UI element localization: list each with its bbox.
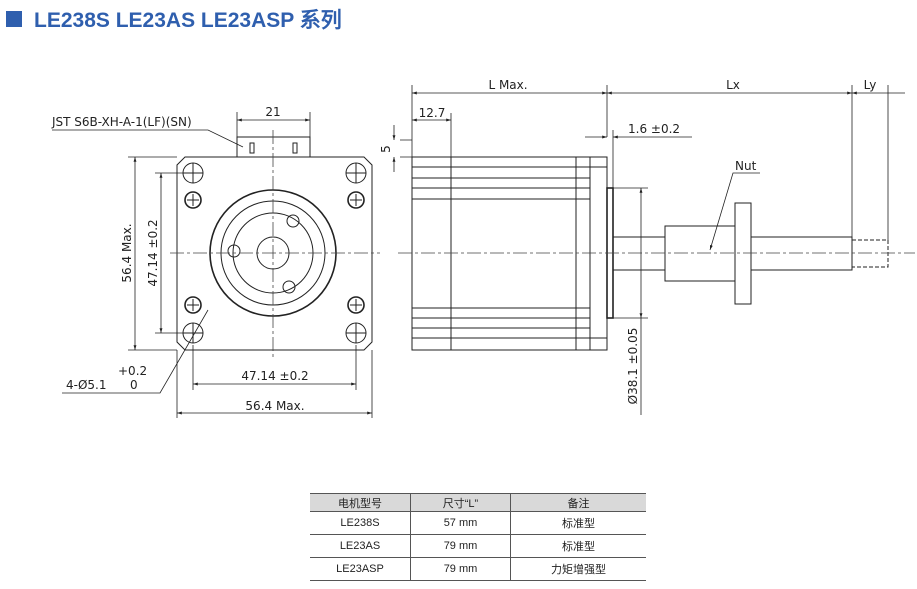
- screw-heads: [184, 191, 365, 314]
- connector-height-label: 5: [379, 145, 393, 153]
- hole-tol-lower: 0: [130, 378, 138, 392]
- nut-label: Nut: [735, 159, 757, 173]
- rear-length-label: 12.7: [419, 106, 446, 120]
- hole-pitch-vertical-label: 47.14 ±0.2: [146, 219, 160, 286]
- table-row: LE23ASP 79 mm 力矩增强型: [310, 557, 646, 581]
- page-title: LE238S LE23AS LE23ASP 系列: [6, 4, 342, 34]
- width-max-label: 56.4 Max.: [245, 399, 304, 413]
- hole-pitch-horizontal-label: 47.14 ±0.2: [241, 369, 308, 383]
- cell-model: LE238S: [310, 511, 411, 535]
- table-row: LE23AS 79 mm 标准型: [310, 534, 646, 558]
- header-note: 备注: [510, 493, 646, 512]
- header-model: 电机型号: [310, 493, 411, 512]
- nut-flange: [734, 202, 752, 305]
- connector-width-label: 21: [265, 105, 280, 119]
- lead-screw: [750, 236, 853, 271]
- hole-tol-upper: +0.2: [118, 364, 147, 378]
- screw-end: [851, 239, 889, 268]
- motor-body: [411, 156, 608, 351]
- connector-label: JST S6B-XH-A-1(LF)(SN): [51, 115, 192, 129]
- front-view: JST S6B-XH-A-1(LF)(SN) 21 56.4 Max. 47.1…: [51, 105, 380, 418]
- cell-model: LE23AS: [310, 534, 411, 558]
- length-label: L Max.: [488, 78, 527, 92]
- pilot-diameter-label: Ø38.1 ±0.05: [626, 328, 640, 405]
- side-view: L Max. Lx Ly 12.7 1.6 ±0.2 5 Nut Ø38.1 ±…: [379, 78, 915, 415]
- cell-size: 79 mm: [410, 557, 511, 581]
- cell-size: 79 mm: [410, 534, 511, 558]
- shaft: [612, 236, 666, 271]
- hole-spec-label: 4-Ø5.1: [66, 378, 107, 392]
- table-header-row: 电机型号 尺寸“L” 备注: [310, 493, 646, 512]
- connector: [236, 136, 311, 158]
- title-text: LE238S LE23AS LE23ASP 系列: [34, 9, 342, 32]
- cell-size: 57 mm: [410, 511, 511, 535]
- motor-face: [176, 156, 373, 351]
- ly-label: Ly: [864, 78, 877, 92]
- lx-label: Lx: [726, 78, 740, 92]
- cell-model: LE23ASP: [310, 557, 411, 581]
- cell-note: 力矩增强型: [510, 557, 646, 581]
- model-table: 电机型号 尺寸“L” 备注 LE238S 57 mm 标准型 LE23AS 79…: [310, 493, 646, 581]
- title-square-icon: [6, 11, 22, 27]
- header-size: 尺寸“L”: [410, 493, 511, 512]
- table-row: LE238S 57 mm 标准型: [310, 511, 646, 535]
- height-max-label: 56.4 Max.: [120, 223, 134, 282]
- cell-note: 标准型: [510, 534, 646, 558]
- flange-thickness-label: 1.6 ±0.2: [628, 122, 680, 136]
- cell-note: 标准型: [510, 511, 646, 535]
- nut-body: [664, 225, 736, 282]
